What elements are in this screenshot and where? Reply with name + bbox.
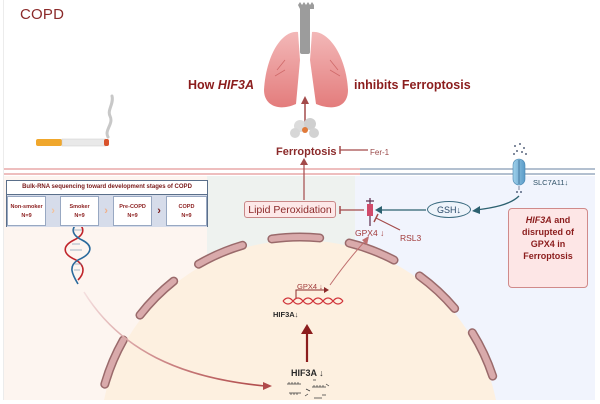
heading-gene: HIF3A xyxy=(217,78,254,92)
callout-gene: HIF3A xyxy=(525,215,552,225)
heading-prefix: How xyxy=(188,78,218,92)
chevron-right-icon: › xyxy=(51,205,55,217)
stage-name: Smoker xyxy=(69,204,90,210)
gsh-label: GSH↓ xyxy=(436,204,461,215)
stage-smoker: Smoker N=9 xyxy=(60,196,100,226)
cell-membrane xyxy=(4,168,595,175)
stage-non-smoker: Non-smoker N=9 xyxy=(7,196,47,226)
fer1-label: Fer-1 xyxy=(370,148,390,157)
callout-line-1-rest: and xyxy=(551,215,571,225)
stage-n: N=9 xyxy=(181,213,192,219)
hif3a-gene-icon xyxy=(282,287,344,305)
chevron-right-icon: › xyxy=(157,205,161,217)
callout-line-4: Ferroptosis xyxy=(523,251,573,261)
ferroptosis-label: Ferroptosis xyxy=(276,146,337,158)
hif3a-callout-box: HIF3A and disrupted of GPX4 in Ferroptos… xyxy=(508,208,588,288)
stage-pre-copd: Pre-COPD N=9 xyxy=(113,196,153,226)
nucleus xyxy=(104,240,496,400)
stage-name: Pre-COPD xyxy=(119,204,146,210)
lipid-peroxidation-label: Lipid Peroxidation xyxy=(248,203,332,216)
dna-helix-icon xyxy=(64,218,91,285)
hif3a-gene-label: HIF3A↓ xyxy=(273,310,299,319)
slc7a11-label: SLC7A11↓ xyxy=(533,178,569,187)
gpx4-membrane-label: GPX4 ↓ xyxy=(355,228,385,238)
callout-line-2: disrupted of xyxy=(522,227,574,237)
stage-row: Non-smoker N=9 › Smoker N=9 › Pre-COPD N… xyxy=(7,195,207,227)
slc7a11-transporter-icon xyxy=(512,143,527,193)
ferroptotic-cells-icon xyxy=(290,118,319,138)
arrow-gpx4-export xyxy=(329,236,369,286)
heading-left: How HIF3A xyxy=(188,78,254,92)
stage-name: Non-smoker xyxy=(10,204,43,210)
callout-line-1: HIF3A and xyxy=(509,214,587,226)
frame-border xyxy=(3,0,4,400)
stage-name: COPD xyxy=(178,204,195,210)
rsl3-inhibition xyxy=(373,213,401,231)
lipid-peroxidation-box: Lipid Peroxidation xyxy=(244,201,336,218)
arrow-mrna-to-gene xyxy=(301,324,313,362)
stage-n: N=9 xyxy=(74,213,85,219)
bulk-rna-title: Bulk-RNA sequencing toward development s… xyxy=(7,181,207,195)
callout-line-3: GPX4 in xyxy=(530,239,566,249)
bulk-rna-panel: Bulk-RNA sequencing toward development s… xyxy=(6,180,208,227)
lungs-icon xyxy=(264,2,348,108)
stage-n: N=9 xyxy=(21,213,32,219)
gpx4-receptor-icon xyxy=(366,198,374,226)
stage-copd: COPD N=9 xyxy=(166,196,207,226)
arrow-lipid-to-ferroptosis xyxy=(300,158,308,200)
rsl3-label: RSL3 xyxy=(400,233,422,243)
gpx4-inhibits-lipid xyxy=(339,206,364,214)
fer1-inhibition xyxy=(339,146,368,154)
gsh-node: GSH↓ xyxy=(427,201,471,218)
page-title: COPD xyxy=(20,6,65,23)
stage-n: N=9 xyxy=(127,213,138,219)
gpx4-nucleus-label: GPX4 ↓ xyxy=(297,282,323,291)
arrow-slc-to-gsh xyxy=(472,195,520,214)
hif3a-mrna-label: HIF3A ↓ xyxy=(291,368,324,378)
arrow-dna-to-mrna xyxy=(83,291,272,390)
heading-right: inhibits Ferroptosis xyxy=(354,78,471,92)
mrna-fragments-icon xyxy=(287,379,330,399)
cigarette-icon xyxy=(36,94,114,147)
chevron-right-icon: › xyxy=(104,205,108,217)
arrow-gsh-to-gpx4 xyxy=(375,206,426,214)
